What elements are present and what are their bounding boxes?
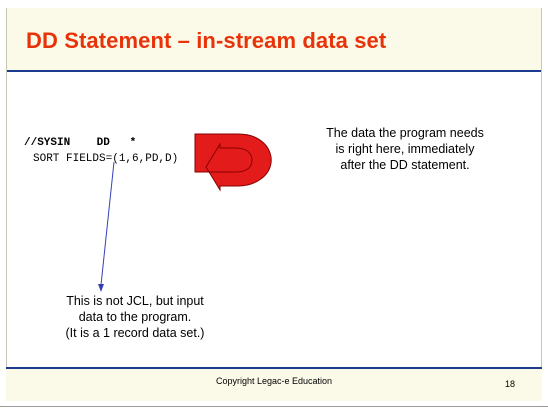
title-divider [6,70,542,72]
right-border [541,8,542,401]
slide-title: DD Statement – in-stream data set [26,28,387,53]
code-line-sort-fields: SORT FIELDS=(1,6,PD,D) [33,153,179,165]
note-not-jcl-line: This is not JCL, but input [66,294,204,308]
note-not-jcl-line: data to the program. [78,310,192,324]
page-number: 18 [505,379,516,389]
note-not-jcl-line: (It is a 1 record data set.) [65,326,205,340]
u-turn-arrow-icon [194,133,272,192]
note-data-location-line: after the DD statement. [340,158,470,172]
note-not-jcl: This is not JCL, but input data to the p… [30,293,240,341]
note-data-location-line: is right here, immediately [335,142,475,156]
connector-arrowhead [98,284,104,292]
footer-copyright: Copyright Legac-e Education [215,376,333,386]
connector-line [100,161,115,286]
title-band [6,8,542,70]
footer-divider [6,367,542,369]
left-border [6,8,7,401]
footer-band [6,369,542,401]
code-line-sysin: //SYSIN DD * [24,137,137,149]
note-data-location-line: The data the program needs [326,126,484,140]
window-bottom-edge [0,406,548,407]
note-data-location: The data the program needs is right here… [290,125,520,173]
